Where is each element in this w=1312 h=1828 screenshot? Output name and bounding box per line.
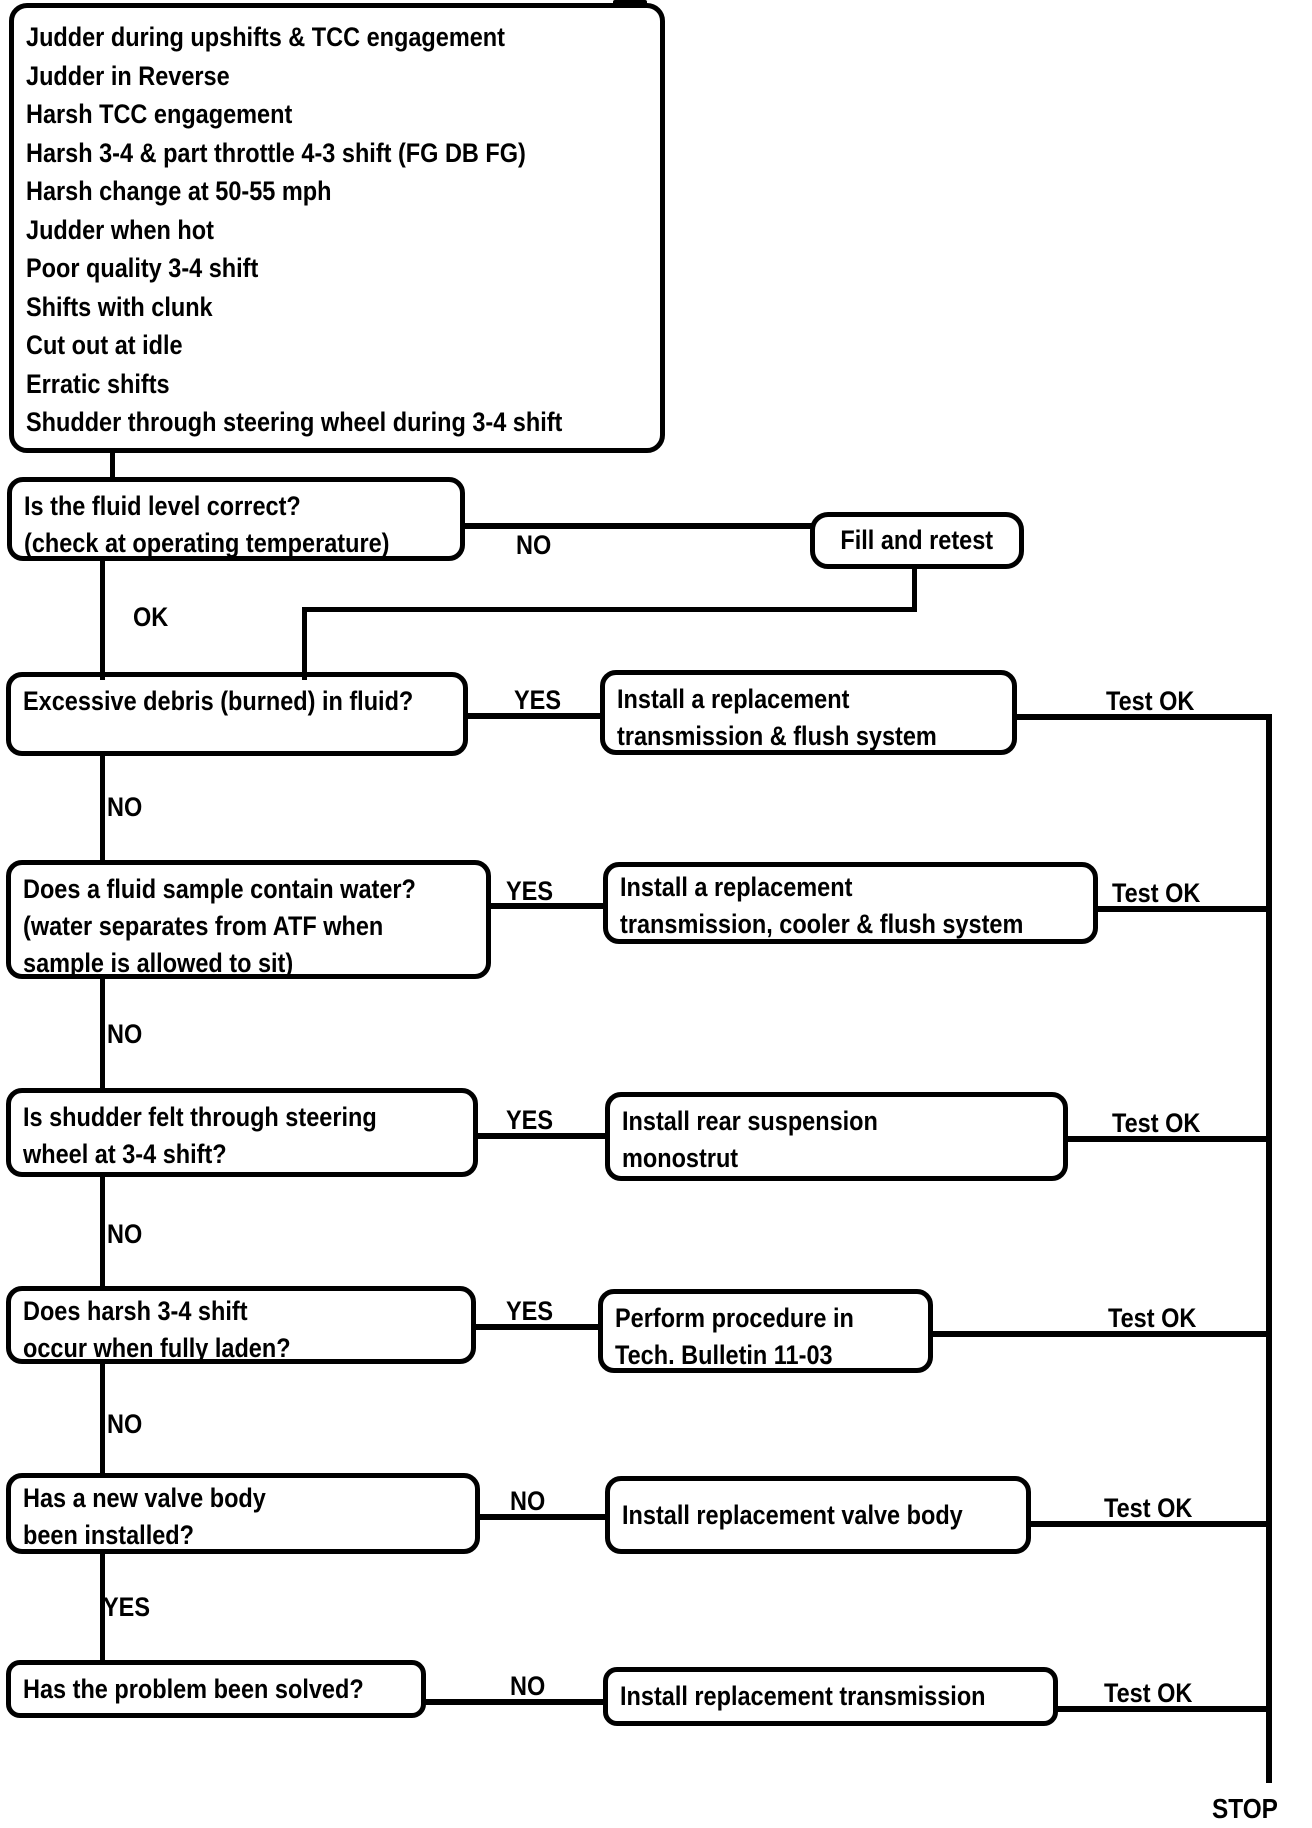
connector-shudder-yes — [475, 1133, 608, 1139]
decision-valve-body-line1: Has a new valve body — [23, 1483, 266, 1513]
decision-problem-solved-box: Has the problem been solved? — [6, 1660, 426, 1718]
action-tech-bulletin-box: Perform procedure in Tech. Bulletin 11-0… — [598, 1289, 933, 1373]
branch-label-no-water: NO — [107, 1019, 143, 1049]
action-replace-transmission-cooler-line1: Install a replacement — [620, 872, 853, 902]
connector-shudder-testok — [1065, 1136, 1272, 1142]
symptom-line: Harsh 3-4 & part throttle 4-3 shift (FG … — [26, 137, 526, 168]
action-replace-transmission-box: Install replacement transmission — [603, 1667, 1058, 1726]
connector-harsh-no-down — [100, 1361, 105, 1477]
action-replace-transmission-cooler-line2: transmission, cooler & flush system — [620, 909, 1024, 939]
decision-debris-box: Excessive debris (burned) in fluid? — [6, 672, 468, 756]
test-ok-label-debris: Test OK — [1106, 686, 1195, 716]
action-tech-bulletin-line2: Tech. Bulletin 11-03 — [615, 1340, 833, 1370]
action-rear-monostrut-line1: Install rear suspension — [622, 1106, 878, 1136]
symptom-line: Cut out at idle — [26, 330, 183, 360]
symptom-line: Shudder through steering wheel during 3-… — [26, 407, 563, 437]
decision-fluid-level-box: Is the fluid level correct? (check at op… — [7, 477, 465, 561]
branch-label-no-solved: NO — [510, 1671, 546, 1701]
connector-water-yes — [488, 903, 606, 909]
symptom-line: Judder during upshifts & TCC engagement — [26, 22, 505, 52]
decision-water-line1: Does a fluid sample contain water? — [23, 874, 416, 904]
symptom-line: Judder when hot — [26, 214, 214, 245]
connector-solved-no — [423, 1699, 606, 1705]
connector-valve-testok — [1028, 1521, 1272, 1527]
decision-debris-line1: Excessive debris (burned) in fluid? — [23, 686, 414, 716]
connector-debris-yes — [466, 713, 603, 719]
symptom-line: Poor quality 3-4 shift — [26, 253, 259, 283]
action-replace-transmission-flush-box: Install a replacement transmission & flu… — [600, 670, 1017, 755]
connector-symptoms-to-fluid — [110, 450, 115, 480]
symptom-line: Harsh change at 50-55 mph — [26, 176, 332, 206]
connector-harsh-yes — [473, 1324, 601, 1330]
decision-valve-body-line2: been installed? — [23, 1520, 194, 1550]
decision-water-box: Does a fluid sample contain water? (wate… — [6, 860, 491, 979]
branch-label-yes-harsh: YES — [506, 1296, 554, 1326]
connector-fill-retest-return — [302, 607, 917, 612]
branch-label-no-fluid: NO — [516, 530, 552, 560]
action-replace-transmission-label: Install replacement transmission — [620, 1681, 986, 1711]
branch-label-yes-water: YES — [506, 876, 554, 906]
branch-label-no-debris: NO — [107, 792, 143, 822]
action-replace-transmission-flush-line1: Install a replacement — [617, 684, 850, 714]
connector-valve-yes-down — [100, 1551, 105, 1664]
decision-valve-body-box: Has a new valve body been installed? — [6, 1473, 480, 1554]
stop-label: STOP — [1212, 1793, 1278, 1824]
symptom-line: Erratic shifts — [26, 368, 170, 399]
action-replace-transmission-flush-line2: transmission & flush system — [617, 721, 937, 751]
decision-problem-solved-label: Has the problem been solved? — [23, 1673, 364, 1704]
decision-water-line3: sample is allowed to sit) — [23, 948, 294, 978]
action-replace-valve-body-label: Install replacement valve body — [622, 1499, 963, 1530]
decision-harsh-laden-line2: occur when fully laden? — [23, 1333, 291, 1363]
decision-fluid-level-line2: (check at operating temperature) — [24, 528, 390, 558]
action-replace-valve-body-box: Install replacement valve body — [605, 1476, 1031, 1554]
test-ok-label-harsh: Test OK — [1108, 1303, 1197, 1333]
test-ok-label-solved: Test OK — [1104, 1678, 1193, 1708]
connector-debris-no-down — [100, 754, 105, 865]
connector-shudder-no-down — [100, 1174, 105, 1290]
connector-fill-retest-down — [912, 568, 917, 612]
branch-label-yes-debris: YES — [514, 685, 562, 715]
decision-shudder-line2: wheel at 3-4 shift? — [23, 1139, 227, 1169]
action-tech-bulletin-line1: Perform procedure in — [615, 1303, 854, 1333]
decision-shudder-box: Is shudder felt through steering wheel a… — [6, 1088, 478, 1177]
symptom-line: Shifts with clunk — [26, 291, 213, 322]
decision-shudder-line1: Is shudder felt through steering — [23, 1102, 377, 1132]
decision-harsh-laden-box: Does harsh 3-4 shift occur when fully la… — [6, 1286, 476, 1364]
decision-harsh-laden-line1: Does harsh 3-4 shift — [23, 1296, 248, 1326]
connector-valve-no — [477, 1514, 608, 1520]
connector-fill-retest-rejoin — [302, 607, 307, 680]
connector-solved-testok — [1055, 1706, 1272, 1712]
branch-label-yes-shudder: YES — [506, 1105, 554, 1135]
action-fill-retest-label: Fill and retest — [840, 525, 994, 555]
action-rear-monostrut-box: Install rear suspension monostrut — [605, 1092, 1068, 1181]
connector-fluid-ok-down — [100, 559, 105, 680]
action-rear-monostrut-line2: monostrut — [622, 1143, 739, 1173]
branch-label-no-valve: NO — [510, 1486, 546, 1516]
branch-label-no-harsh: NO — [107, 1409, 143, 1439]
connector-harsh-testok — [930, 1331, 1272, 1337]
branch-label-no-shudder: NO — [107, 1219, 143, 1249]
decision-water-line2: (water separates from ATF when — [23, 911, 384, 941]
test-ok-label-valve: Test OK — [1104, 1493, 1193, 1523]
decision-fluid-level-line1: Is the fluid level correct? — [24, 491, 301, 521]
symptom-line: Harsh TCC engagement — [26, 99, 293, 129]
test-ok-label-water: Test OK — [1112, 878, 1201, 908]
branch-label-ok-fluid: OK — [133, 602, 169, 632]
connector-water-testok — [1095, 906, 1272, 912]
action-fill-retest-box: Fill and retest — [810, 512, 1024, 569]
test-ok-label-shudder: Test OK — [1112, 1108, 1201, 1138]
branch-label-yes-valve: YES — [103, 1592, 151, 1622]
connector-water-no-down — [100, 977, 105, 1092]
connector-right-rail — [1266, 714, 1272, 1783]
symptom-list-box: Judder during upshifts & TCC engagement … — [9, 3, 665, 453]
connector-debris-testok — [1014, 714, 1272, 720]
action-replace-transmission-cooler-box: Install a replacement transmission, cool… — [603, 862, 1098, 944]
symptom-line: Judder in Reverse — [26, 60, 230, 91]
connector-fluid-no — [465, 523, 812, 529]
